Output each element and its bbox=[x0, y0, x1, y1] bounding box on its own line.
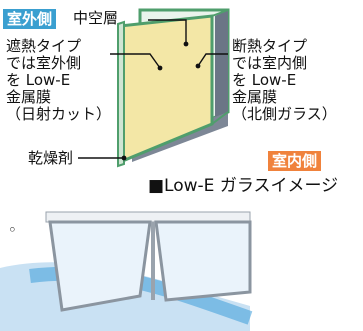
window-illustration bbox=[0, 211, 253, 331]
desiccant-dot bbox=[121, 155, 127, 161]
spacer-frame bbox=[215, 10, 228, 118]
bullet-mark: ◦ bbox=[8, 221, 17, 239]
glass-edge-line bbox=[211, 9, 229, 17]
insulation-leader bbox=[197, 53, 228, 67]
shield-leader bbox=[110, 53, 161, 69]
low-e-film bbox=[118, 14, 214, 165]
glass-edge-line-bottom bbox=[211, 111, 229, 125]
front-glass-edge bbox=[117, 20, 125, 168]
insulation-dot bbox=[195, 63, 201, 69]
shield-dot bbox=[157, 65, 163, 71]
desiccant-label: 乾燥剤 bbox=[28, 149, 74, 167]
shield-type-label: 遮熱タイプ では室外側 を Low-E 金属膜 （日射カット） bbox=[6, 37, 112, 123]
outdoor-side-tag: 室外側 bbox=[3, 9, 57, 29]
insulation-type-label: 断熱タイプ では室内側 を Low-E 金属膜 （北側ガラス） bbox=[232, 37, 337, 123]
window-sash-right bbox=[154, 220, 252, 302]
indoor-side-tag: 室内側 bbox=[268, 151, 322, 171]
image-caption: ■Low-E ガラスイメージ bbox=[148, 176, 339, 196]
hollow-layer-leader bbox=[148, 19, 187, 44]
hollow-layer-label: 中空層 bbox=[73, 9, 119, 27]
window-sash-left bbox=[48, 220, 152, 312]
hollow-layer-dot bbox=[183, 41, 189, 47]
